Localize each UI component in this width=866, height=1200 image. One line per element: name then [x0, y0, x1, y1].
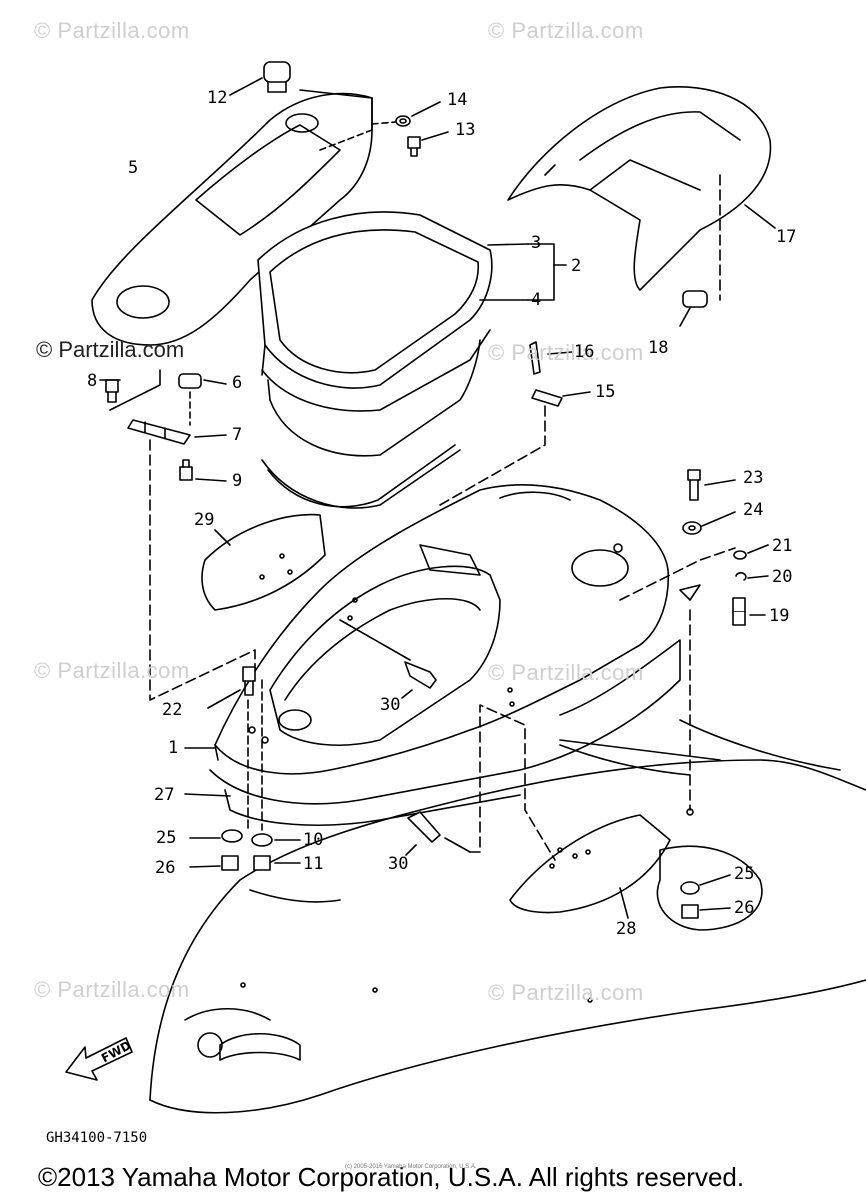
- left-hinge-cluster: [100, 370, 255, 700]
- callout-23: 23: [743, 468, 764, 488]
- callout-28: 28: [616, 919, 637, 939]
- callout-29: 29: [194, 510, 215, 530]
- side-panel-part: [202, 515, 325, 610]
- watermark: © Partzilla.com: [488, 660, 644, 685]
- hull-part: [150, 720, 866, 1113]
- callout-9: 9: [232, 471, 243, 491]
- callout-26-right: 26: [734, 898, 755, 918]
- watermark: © Partzilla.com: [34, 977, 190, 1002]
- callout-4: 4: [531, 290, 542, 310]
- callout-18: 18: [648, 338, 669, 358]
- forward-arrow-icon: [66, 1038, 132, 1080]
- left-bottom-hardware: [185, 667, 300, 870]
- callout-19: 19: [769, 606, 790, 626]
- callout-10: 10: [303, 830, 324, 850]
- copyright-notice: ©2013 Yamaha Motor Corporation, U.S.A. A…: [38, 1162, 745, 1192]
- callout-25-right: 25: [734, 864, 755, 884]
- callout-12: 12: [207, 88, 228, 108]
- callout-30-lower: 30: [388, 854, 409, 874]
- callout-30-upper: 30: [380, 695, 401, 715]
- right-hardware-cluster: [620, 470, 768, 815]
- callout-20: 20: [772, 567, 793, 587]
- watermark: © Partzilla.com: [488, 980, 644, 1005]
- callout-22: 22: [162, 700, 183, 720]
- stopper-part: [680, 291, 707, 326]
- cap-part: [230, 62, 290, 95]
- callout-16: 16: [574, 342, 595, 362]
- seat-part: [508, 87, 775, 300]
- callout-14: 14: [447, 90, 468, 110]
- callout-3: 3: [531, 233, 542, 253]
- bolt-parts: [340, 620, 555, 860]
- callout-21: 21: [772, 536, 793, 556]
- lower-panel-part: [510, 815, 670, 918]
- hood-cover-part: [92, 90, 372, 345]
- callout-2: 2: [571, 256, 582, 276]
- callout-1: 1: [168, 738, 179, 758]
- callout-8: 8: [87, 371, 98, 391]
- callout-25-left: 25: [156, 828, 177, 848]
- watermark: © Partzilla.com: [36, 337, 185, 362]
- watermark: © Partzilla.com: [488, 340, 644, 365]
- callout-24: 24: [743, 500, 764, 520]
- image-credit: (c) 2005-2016 Yamaha Motor Corporation, …: [345, 1164, 477, 1170]
- washer-and-screw-parts: [372, 102, 448, 156]
- watermark: © Partzilla.com: [488, 18, 644, 43]
- diagram-reference-code: GH34100-7150: [46, 1130, 148, 1146]
- callout-5: 5: [128, 158, 139, 178]
- callout-27: 27: [154, 785, 175, 805]
- callout-7: 7: [232, 425, 243, 445]
- bottom-right-nut-washer: [681, 875, 730, 918]
- deck-part: [210, 485, 680, 825]
- callout-17: 17: [776, 227, 797, 247]
- callout-13: 13: [455, 120, 476, 140]
- callout-11: 11: [303, 854, 324, 874]
- watermark: © Partzilla.com: [34, 18, 190, 43]
- callout-15: 15: [595, 382, 616, 402]
- callout-26-left: 26: [155, 858, 176, 878]
- watermark: © Partzilla.com: [34, 658, 190, 683]
- callout-6: 6: [232, 373, 243, 393]
- storage-bin-part: [258, 212, 566, 508]
